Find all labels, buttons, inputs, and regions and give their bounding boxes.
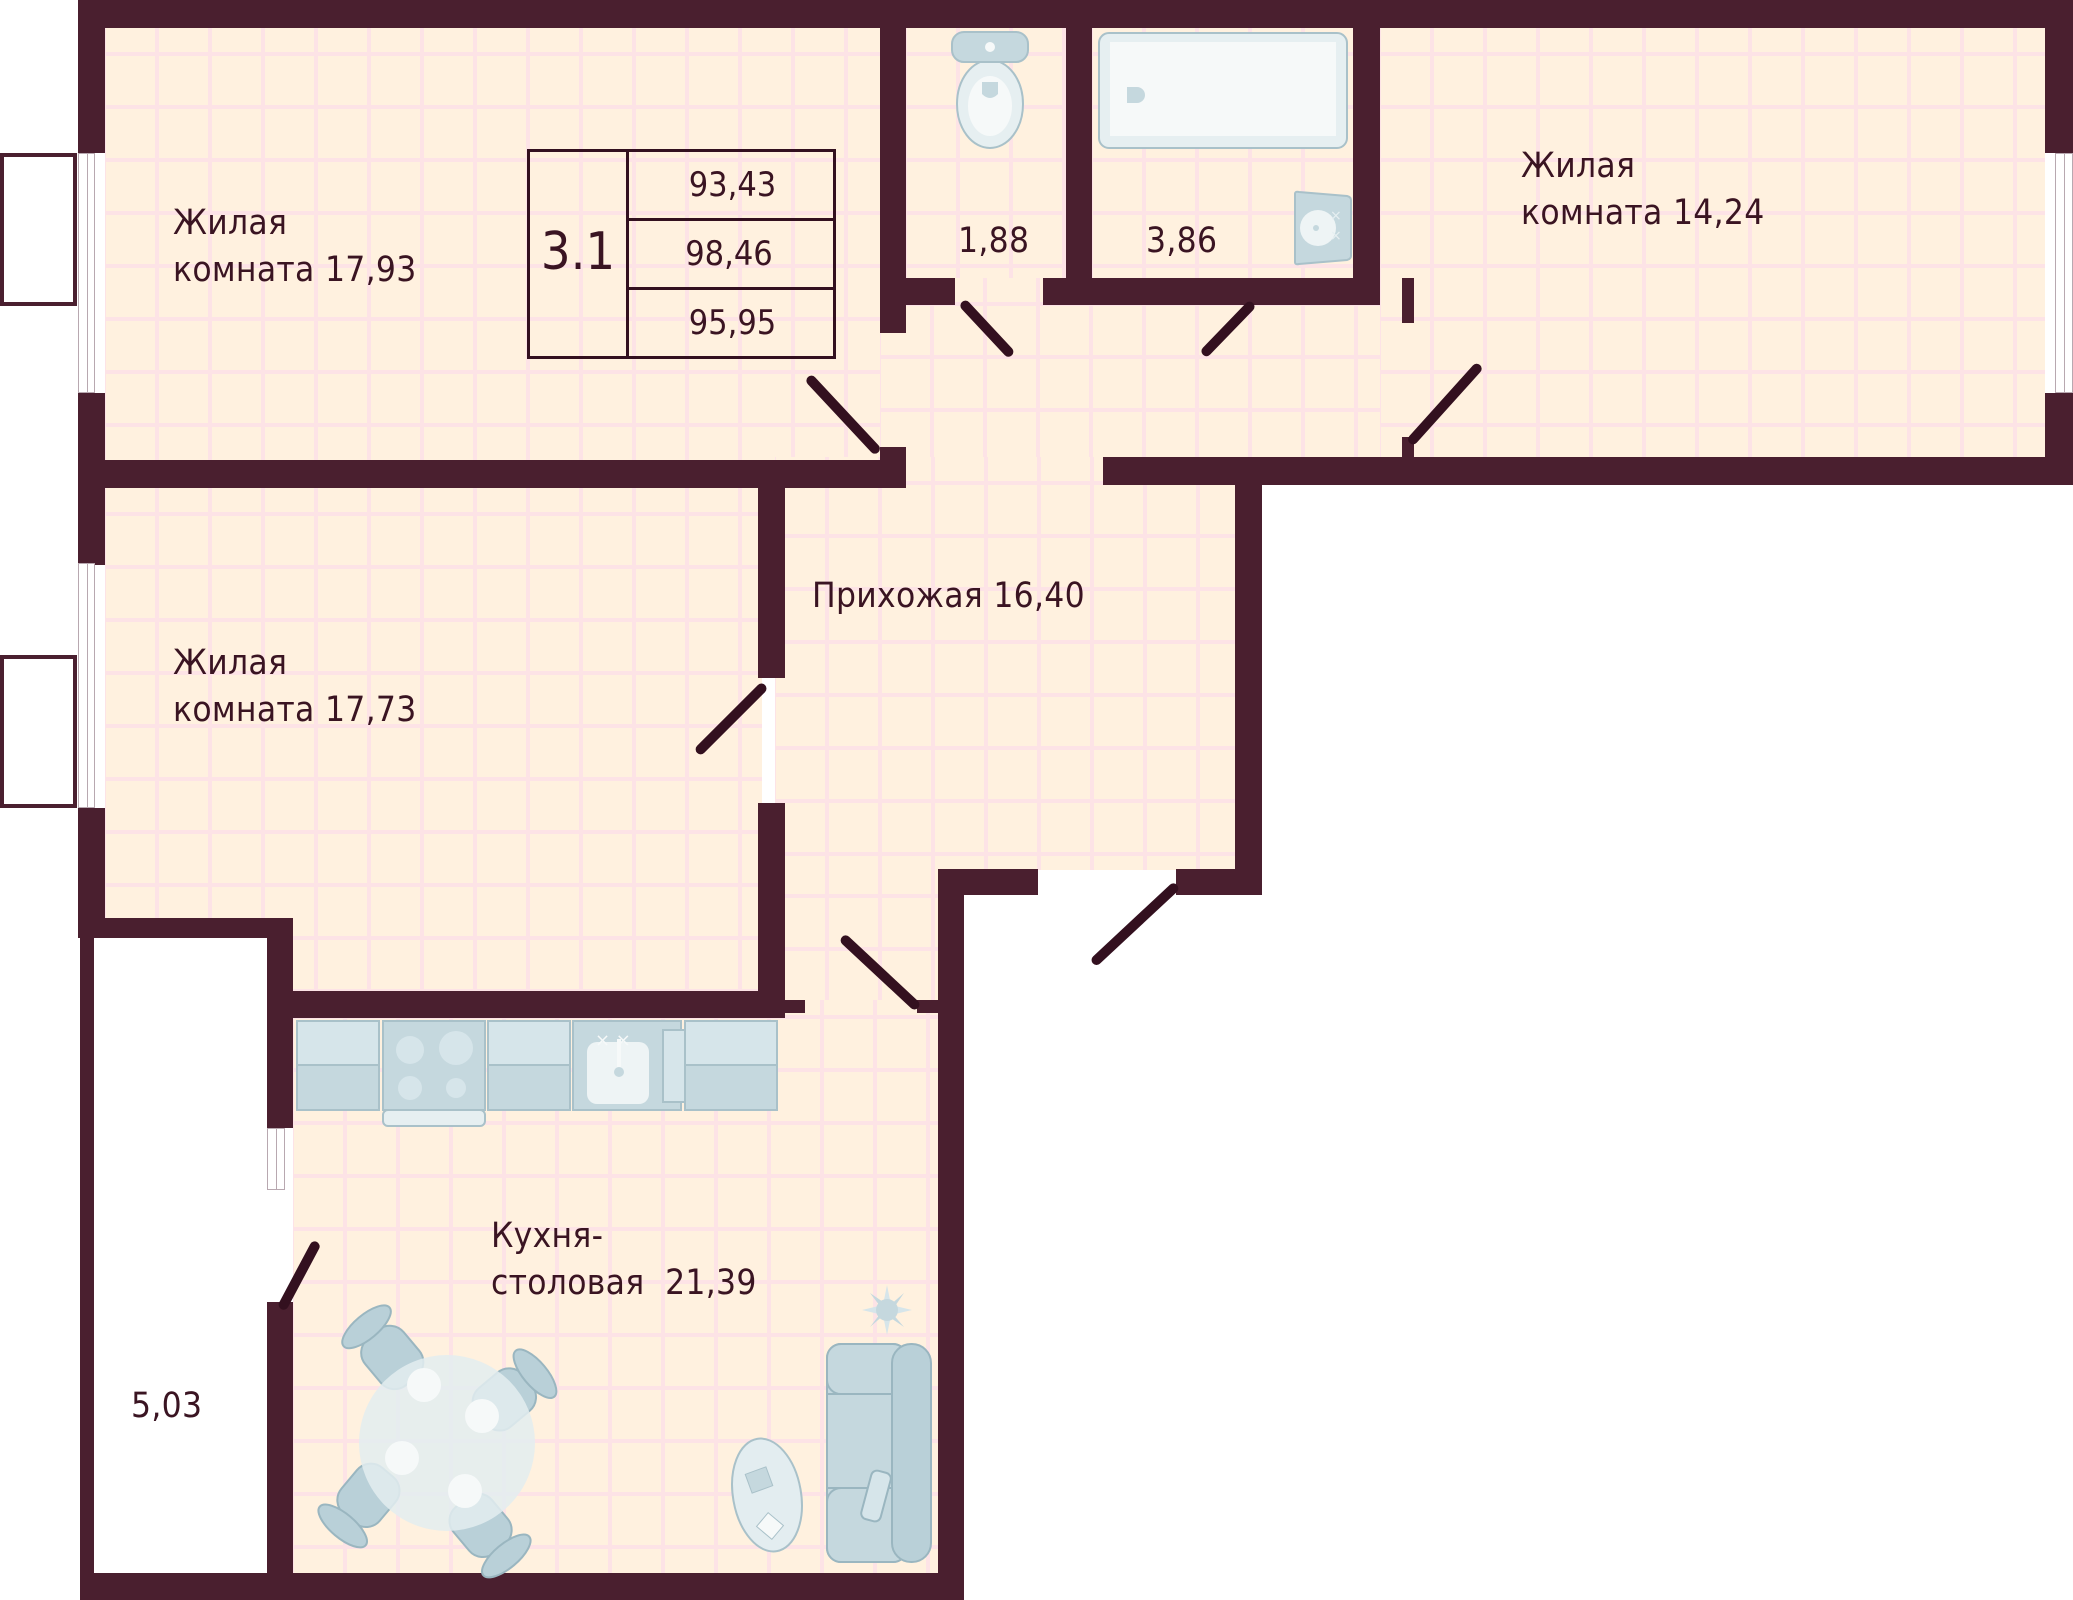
balcony-outline-room2 <box>0 655 77 808</box>
wall-balcony-kitchen-a <box>267 918 293 1128</box>
coffee-table-icon <box>731 1437 803 1553</box>
wall-room1-room2 <box>78 460 906 488</box>
floor-hallway <box>775 457 1235 870</box>
wall-room2-right-b <box>758 803 785 1000</box>
wall-room3-bottom <box>1103 457 2073 485</box>
wall-toilet-bath <box>1066 0 1092 305</box>
area-value-3: 95,95 <box>688 303 777 343</box>
wall-room2-right-a <box>758 488 785 678</box>
floor-living-room-2 <box>105 488 762 991</box>
wall-hall-right <box>1235 457 1262 895</box>
wall-left-1a <box>78 0 105 153</box>
area-value-2: 98,46 <box>685 234 773 274</box>
plant-icon <box>862 1285 912 1335</box>
wall-stub-room1-door <box>880 447 906 488</box>
apartment-area-table: 3.1 93,43 98,46 95,95 <box>527 149 836 359</box>
wall-toilet-bottom-left <box>880 278 955 305</box>
wall-balcony-top <box>80 918 293 938</box>
wall-left-2b <box>78 808 105 938</box>
window-room2 <box>78 563 95 808</box>
window-kitchen <box>267 1128 285 1190</box>
label-living-room-2: Жилая комната 17,73 <box>173 643 417 730</box>
wall-balcony-kitchen-b <box>267 1302 293 1600</box>
table-divider-h2 <box>626 287 836 290</box>
label-toilet: 1,88 <box>958 221 1030 261</box>
apartment-code: 3.1 <box>540 222 616 282</box>
toilet-icon <box>951 31 1029 149</box>
table-divider-vertical <box>626 152 629 356</box>
label-balcony: 5,03 <box>131 1386 203 1426</box>
table-divider-h1 <box>626 218 836 221</box>
svg-text:× ×: × × <box>595 1030 631 1051</box>
wall-bottom <box>80 1573 964 1600</box>
wall-right-a <box>2045 0 2073 153</box>
window-room1 <box>78 153 95 393</box>
floor-living-room-1 <box>105 28 880 460</box>
sofa-icon <box>826 1343 932 1563</box>
window-room3 <box>2055 153 2073 393</box>
wall-kitchen-right <box>938 869 964 1600</box>
svg-text:×: × <box>1330 228 1342 244</box>
wall-bath-right <box>1353 0 1380 305</box>
wall-left-2a <box>78 488 105 565</box>
wall-toilet-left <box>880 0 906 333</box>
balcony-floor <box>94 938 267 1573</box>
balcony-outline-room1 <box>0 153 77 306</box>
wall-balcony-left <box>80 930 94 1600</box>
label-living-room-1: Жилая комната 17,93 <box>173 203 417 290</box>
door-entrance[interactable] <box>1089 881 1181 968</box>
wall-kitchen-stub <box>780 1000 805 1013</box>
floor-kitchen-2 <box>775 870 938 1000</box>
label-bathroom: 3,86 <box>1146 221 1218 261</box>
wall-kitchen-door-stub <box>917 1000 942 1013</box>
bathtub-icon <box>1098 32 1348 149</box>
label-hallway: Прихожая 16,40 <box>812 576 1085 616</box>
wall-bath-stub <box>1402 278 1414 323</box>
label-living-room-3: Жилая комната 14,24 <box>1521 146 1765 233</box>
kitchen-counter: × × <box>296 1020 778 1127</box>
label-kitchen: Кухня- столовая 21,39 <box>491 1216 757 1303</box>
floor-living-room-3 <box>1380 28 2045 457</box>
floor-hallway-top <box>880 278 1380 468</box>
dining-table-icon <box>317 1304 558 1579</box>
washbasin-icon: × × <box>1294 190 1352 266</box>
area-value-1: 93,43 <box>688 165 777 205</box>
wall-entrance-right <box>1176 869 1262 895</box>
wall-room2-kitchen <box>267 991 785 1018</box>
svg-text:×: × <box>1330 208 1342 224</box>
